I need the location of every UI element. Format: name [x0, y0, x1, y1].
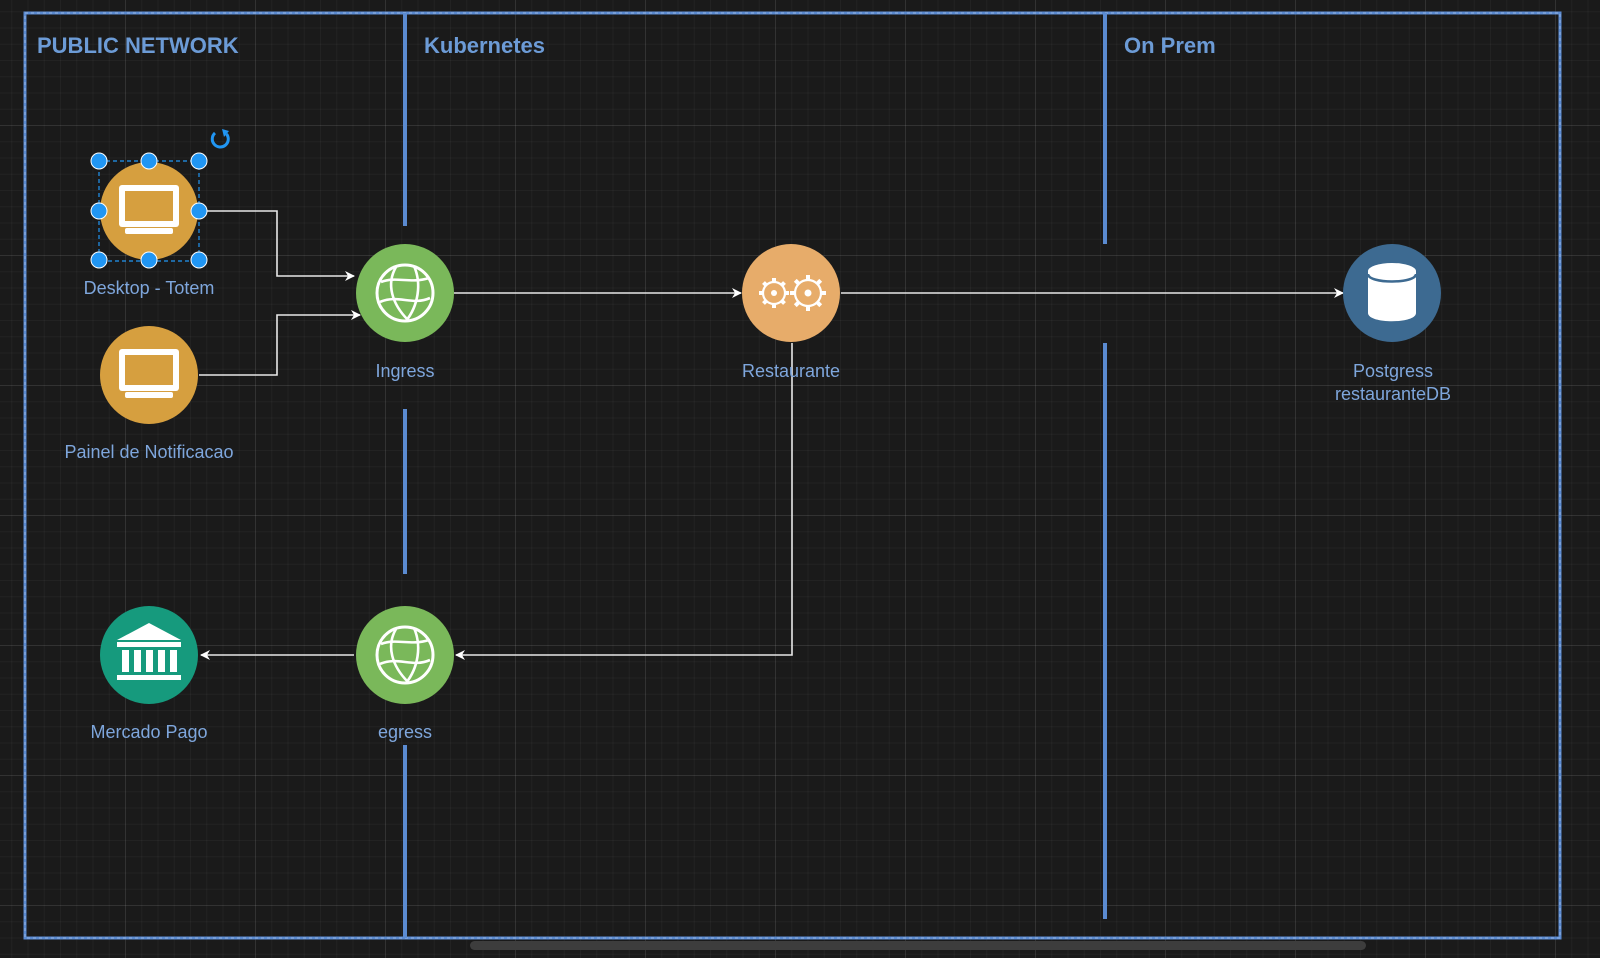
bank-icon	[117, 623, 181, 680]
node-label-mercado-pago[interactable]: Mercado Pago	[90, 722, 208, 742]
node-ingress[interactable]	[356, 244, 454, 342]
resize-handle-n[interactable]	[140, 152, 158, 170]
edge-desktop-to-ingress[interactable]	[199, 210, 355, 281]
outer-container-border[interactable]	[23, 11, 1562, 940]
desktop-icon	[119, 185, 179, 234]
resize-handle-sw[interactable]	[90, 251, 108, 269]
node-restaurante[interactable]	[742, 244, 840, 342]
desktop-icon	[119, 349, 179, 398]
resize-handle-e[interactable]	[190, 202, 208, 220]
node-label-ingress[interactable]: Ingress	[375, 361, 435, 381]
node-mercado-pago[interactable]	[100, 606, 198, 704]
gears-icon	[759, 275, 826, 311]
node-painel-notificacao[interactable]	[100, 326, 198, 424]
resize-handle-nw[interactable]	[90, 152, 108, 170]
node-label-restaurante[interactable]: Restaurante	[741, 361, 841, 381]
edge-painel-to-ingress[interactable]	[199, 310, 361, 376]
database-icon	[1366, 263, 1418, 322]
node-label-egress[interactable]: egress	[377, 722, 433, 742]
zone-title-public-network[interactable]: PUBLIC NETWORK	[37, 33, 239, 58]
edge-restaurante-to-egress[interactable]	[455, 343, 793, 660]
globe-icon	[375, 625, 435, 685]
zone-title-on-prem[interactable]: On Prem	[1124, 33, 1216, 58]
node-label-painel-notificacao[interactable]: Painel de Notificacao	[64, 442, 234, 462]
rotate-handle-icon[interactable]	[210, 129, 230, 149]
horizontal-scrollbar[interactable]	[470, 941, 1366, 950]
node-postgres[interactable]	[1343, 244, 1441, 342]
node-egress[interactable]	[356, 606, 454, 704]
globe-icon	[375, 263, 435, 323]
resize-handle-s[interactable]	[140, 251, 158, 269]
resize-handle-ne[interactable]	[190, 152, 208, 170]
node-label-desktop-totem[interactable]: Desktop - Totem	[83, 278, 215, 298]
zone-title-kubernetes[interactable]: Kubernetes	[424, 33, 546, 58]
resize-handle-se[interactable]	[190, 251, 208, 269]
node-desktop-totem[interactable]	[100, 162, 198, 260]
node-label-postgres[interactable]: Postgress restauranteDB	[1334, 361, 1452, 404]
resize-handle-w[interactable]	[90, 202, 108, 220]
